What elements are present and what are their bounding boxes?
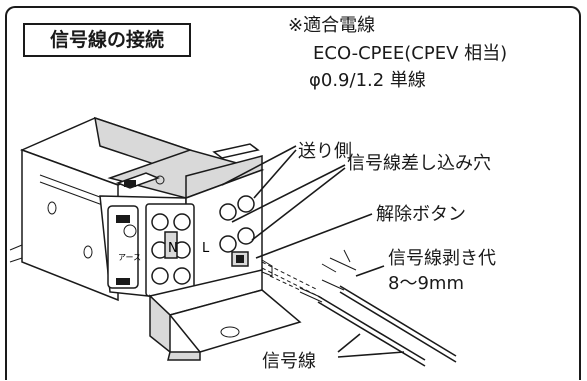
signal-wires <box>261 261 457 367</box>
label-insert-hole: 信号線差し込み穴 <box>347 153 491 174</box>
mark-l: L <box>202 241 210 256</box>
mark-n: N <box>168 241 178 256</box>
strip-dimension-marks <box>321 249 357 273</box>
label-strip-length-value: 8～9mm <box>388 273 464 294</box>
wire-spec-heading: ※適合電線 <box>288 15 376 36</box>
label-release-button: 解除ボタン <box>376 204 466 225</box>
wire-spec-type: ECO-CPEE(CPEV 相当) <box>313 43 508 64</box>
label-send-side: 送り側 <box>298 141 352 162</box>
mounting-bracket <box>148 269 302 361</box>
diagram-frame <box>5 6 581 380</box>
diagram-title: 信号線の接続 <box>23 23 191 57</box>
label-signal-wire: 信号線 <box>262 351 316 372</box>
wire-spec-diameter: φ0.9/1.2 単線 <box>309 70 426 91</box>
leader-lines <box>221 145 405 358</box>
mark-earth: アース <box>118 253 141 262</box>
top-clamp <box>107 143 265 200</box>
label-strip-length: 信号線剥き代 <box>388 248 496 269</box>
terminal-block-front <box>99 168 273 302</box>
